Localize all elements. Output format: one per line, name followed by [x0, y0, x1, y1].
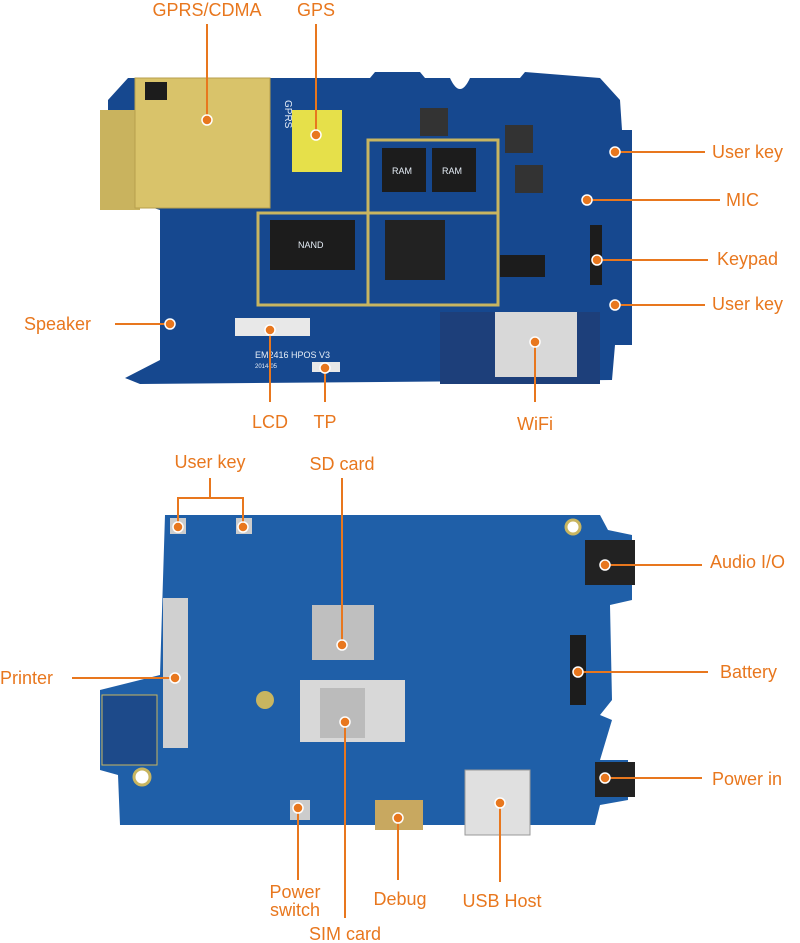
label-tp: TP — [313, 412, 336, 432]
marker-usb-host — [494, 797, 506, 809]
ram-chip-1 — [382, 148, 426, 192]
cpu-chip — [385, 220, 445, 280]
marker-mic — [581, 194, 593, 206]
label-wifi: WiFi — [517, 414, 553, 434]
label-usb-host: USB Host — [462, 891, 541, 911]
marker-sd-card — [336, 639, 348, 651]
label-mic: MIC — [726, 190, 759, 210]
marker-dots — [164, 114, 621, 824]
label-gps: GPS — [297, 0, 335, 20]
label-power-switch-2: switch — [270, 900, 320, 920]
marker-tp — [319, 362, 331, 374]
label-keypad: Keypad — [717, 249, 778, 269]
label-audio-io: Audio I/O — [710, 552, 785, 572]
label-sd-card: SD card — [309, 454, 374, 474]
label-printer: Printer — [0, 668, 53, 688]
marker-battery — [572, 666, 584, 678]
marker-lcd — [264, 324, 276, 336]
top-board-photo: GPRS RAM RAM NAND EM2416 HPOS V3 2014-05 — [100, 72, 632, 384]
marker-wifi — [529, 336, 541, 348]
date-silkscreen: 2014-05 — [255, 364, 278, 370]
label-user-key-bottom: User key — [174, 452, 245, 472]
marker-user-key-a — [172, 521, 184, 533]
marker-gprs — [201, 114, 213, 126]
marker-speaker — [164, 318, 176, 330]
label-gprs-cdma: GPRS/CDMA — [152, 0, 261, 20]
marker-printer — [169, 672, 181, 684]
nand-chip — [270, 220, 355, 270]
marker-user-key-2 — [609, 299, 621, 311]
label-debug: Debug — [373, 889, 426, 909]
ram-1-text: RAM — [392, 166, 412, 176]
bottom-board-photo — [100, 515, 635, 836]
label-user-key-2: User key — [712, 294, 783, 314]
label-user-key-1: User key — [712, 142, 783, 162]
ram-chip-2 — [432, 148, 476, 192]
marker-gps — [310, 129, 322, 141]
marker-debug — [392, 812, 404, 824]
marker-keypad — [591, 254, 603, 266]
marker-user-key-1 — [609, 146, 621, 158]
marker-user-key-b — [237, 521, 249, 533]
ram-2-text: RAM — [442, 166, 462, 176]
label-power-in: Power in — [712, 769, 782, 789]
label-speaker: Speaker — [24, 314, 91, 334]
leader-lines — [72, 24, 720, 918]
marker-power-in — [599, 772, 611, 784]
label-lcd: LCD — [252, 412, 288, 432]
marker-power-switch — [292, 802, 304, 814]
model-silkscreen: EM2416 HPOS V3 — [255, 350, 330, 360]
marker-sim-card — [339, 716, 351, 728]
gprs-silkscreen: GPRS — [282, 100, 293, 129]
antenna-contacts — [100, 110, 140, 210]
marker-audio — [599, 559, 611, 571]
label-sim-card: SIM card — [309, 924, 381, 943]
nand-text: NAND — [298, 240, 324, 250]
label-power-switch-1: Power — [269, 882, 320, 902]
label-battery: Battery — [720, 662, 777, 682]
